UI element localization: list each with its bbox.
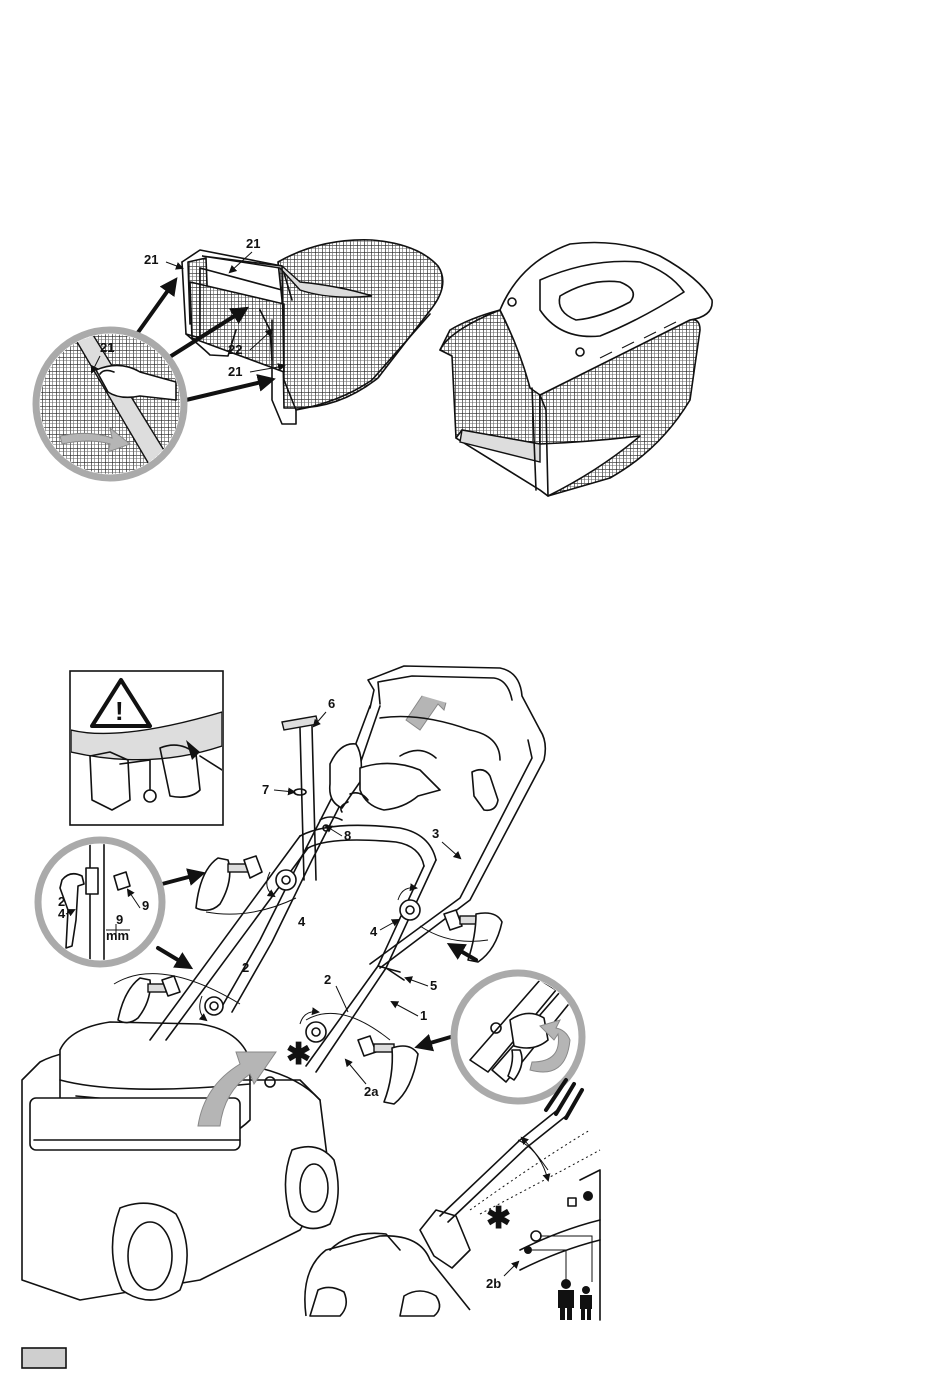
label-4-knob-left: 4 [298,914,306,929]
label-7-ring: 7 [262,782,269,797]
knob-detail-loupe: 2 4 9 9 mm [38,840,162,964]
child-figure-icon [580,1286,592,1320]
knob-set-upper-left [196,856,296,914]
grass-catcher-figure: 21 21 22 21 21 [36,236,712,496]
label-22-bag-clip: 22 [228,342,242,357]
label-21-loupe: 21 [100,340,114,355]
upper-handle [220,666,545,1012]
control-lever-and-hand [330,744,498,812]
label-2b-height-setting: 2b [486,1276,501,1291]
label-5-cable-clip: 5 [430,978,437,993]
handle-assembly-figure: ! [22,666,600,1320]
label-8-cable: 8 [344,828,351,843]
inset-label-4: 4 [58,906,66,921]
label-1-lower-handle: 1 [420,1008,427,1023]
label-21-frame-top-left: 21 [144,252,158,267]
inset-label-9: 9 [142,898,149,913]
catcher-assembled [440,243,712,497]
label-6-t-key: 6 [328,696,335,711]
label-21-frame-lower: 21 [228,364,242,379]
page-language-tab [22,1348,66,1368]
inset-label-mm-unit: mm [106,928,129,943]
knob-set-lower-right [306,1013,418,1104]
inset-label-9mm-value: 9 [116,912,123,927]
label-2-knob-left: 2 [242,960,249,975]
adult-figure-icon [558,1279,574,1320]
label-2-knob-right: 2 [324,972,331,987]
label-21-frame-top: 21 [246,236,260,251]
catcher-frame-open [182,240,443,424]
label-2a-height-lever: 2a [364,1084,379,1099]
label-4-knob-right: 4 [370,924,378,939]
asterisk-marker-1: ✱ [286,1038,311,1071]
asterisk-marker-2: ✱ [486,1202,511,1235]
warning-exclamation: ! [115,696,124,726]
height-adjust-inset [305,1080,600,1320]
label-3-upper-handle: 3 [432,826,439,841]
knob-set-lower-left [114,974,240,1023]
warning-inset: ! [70,671,223,825]
